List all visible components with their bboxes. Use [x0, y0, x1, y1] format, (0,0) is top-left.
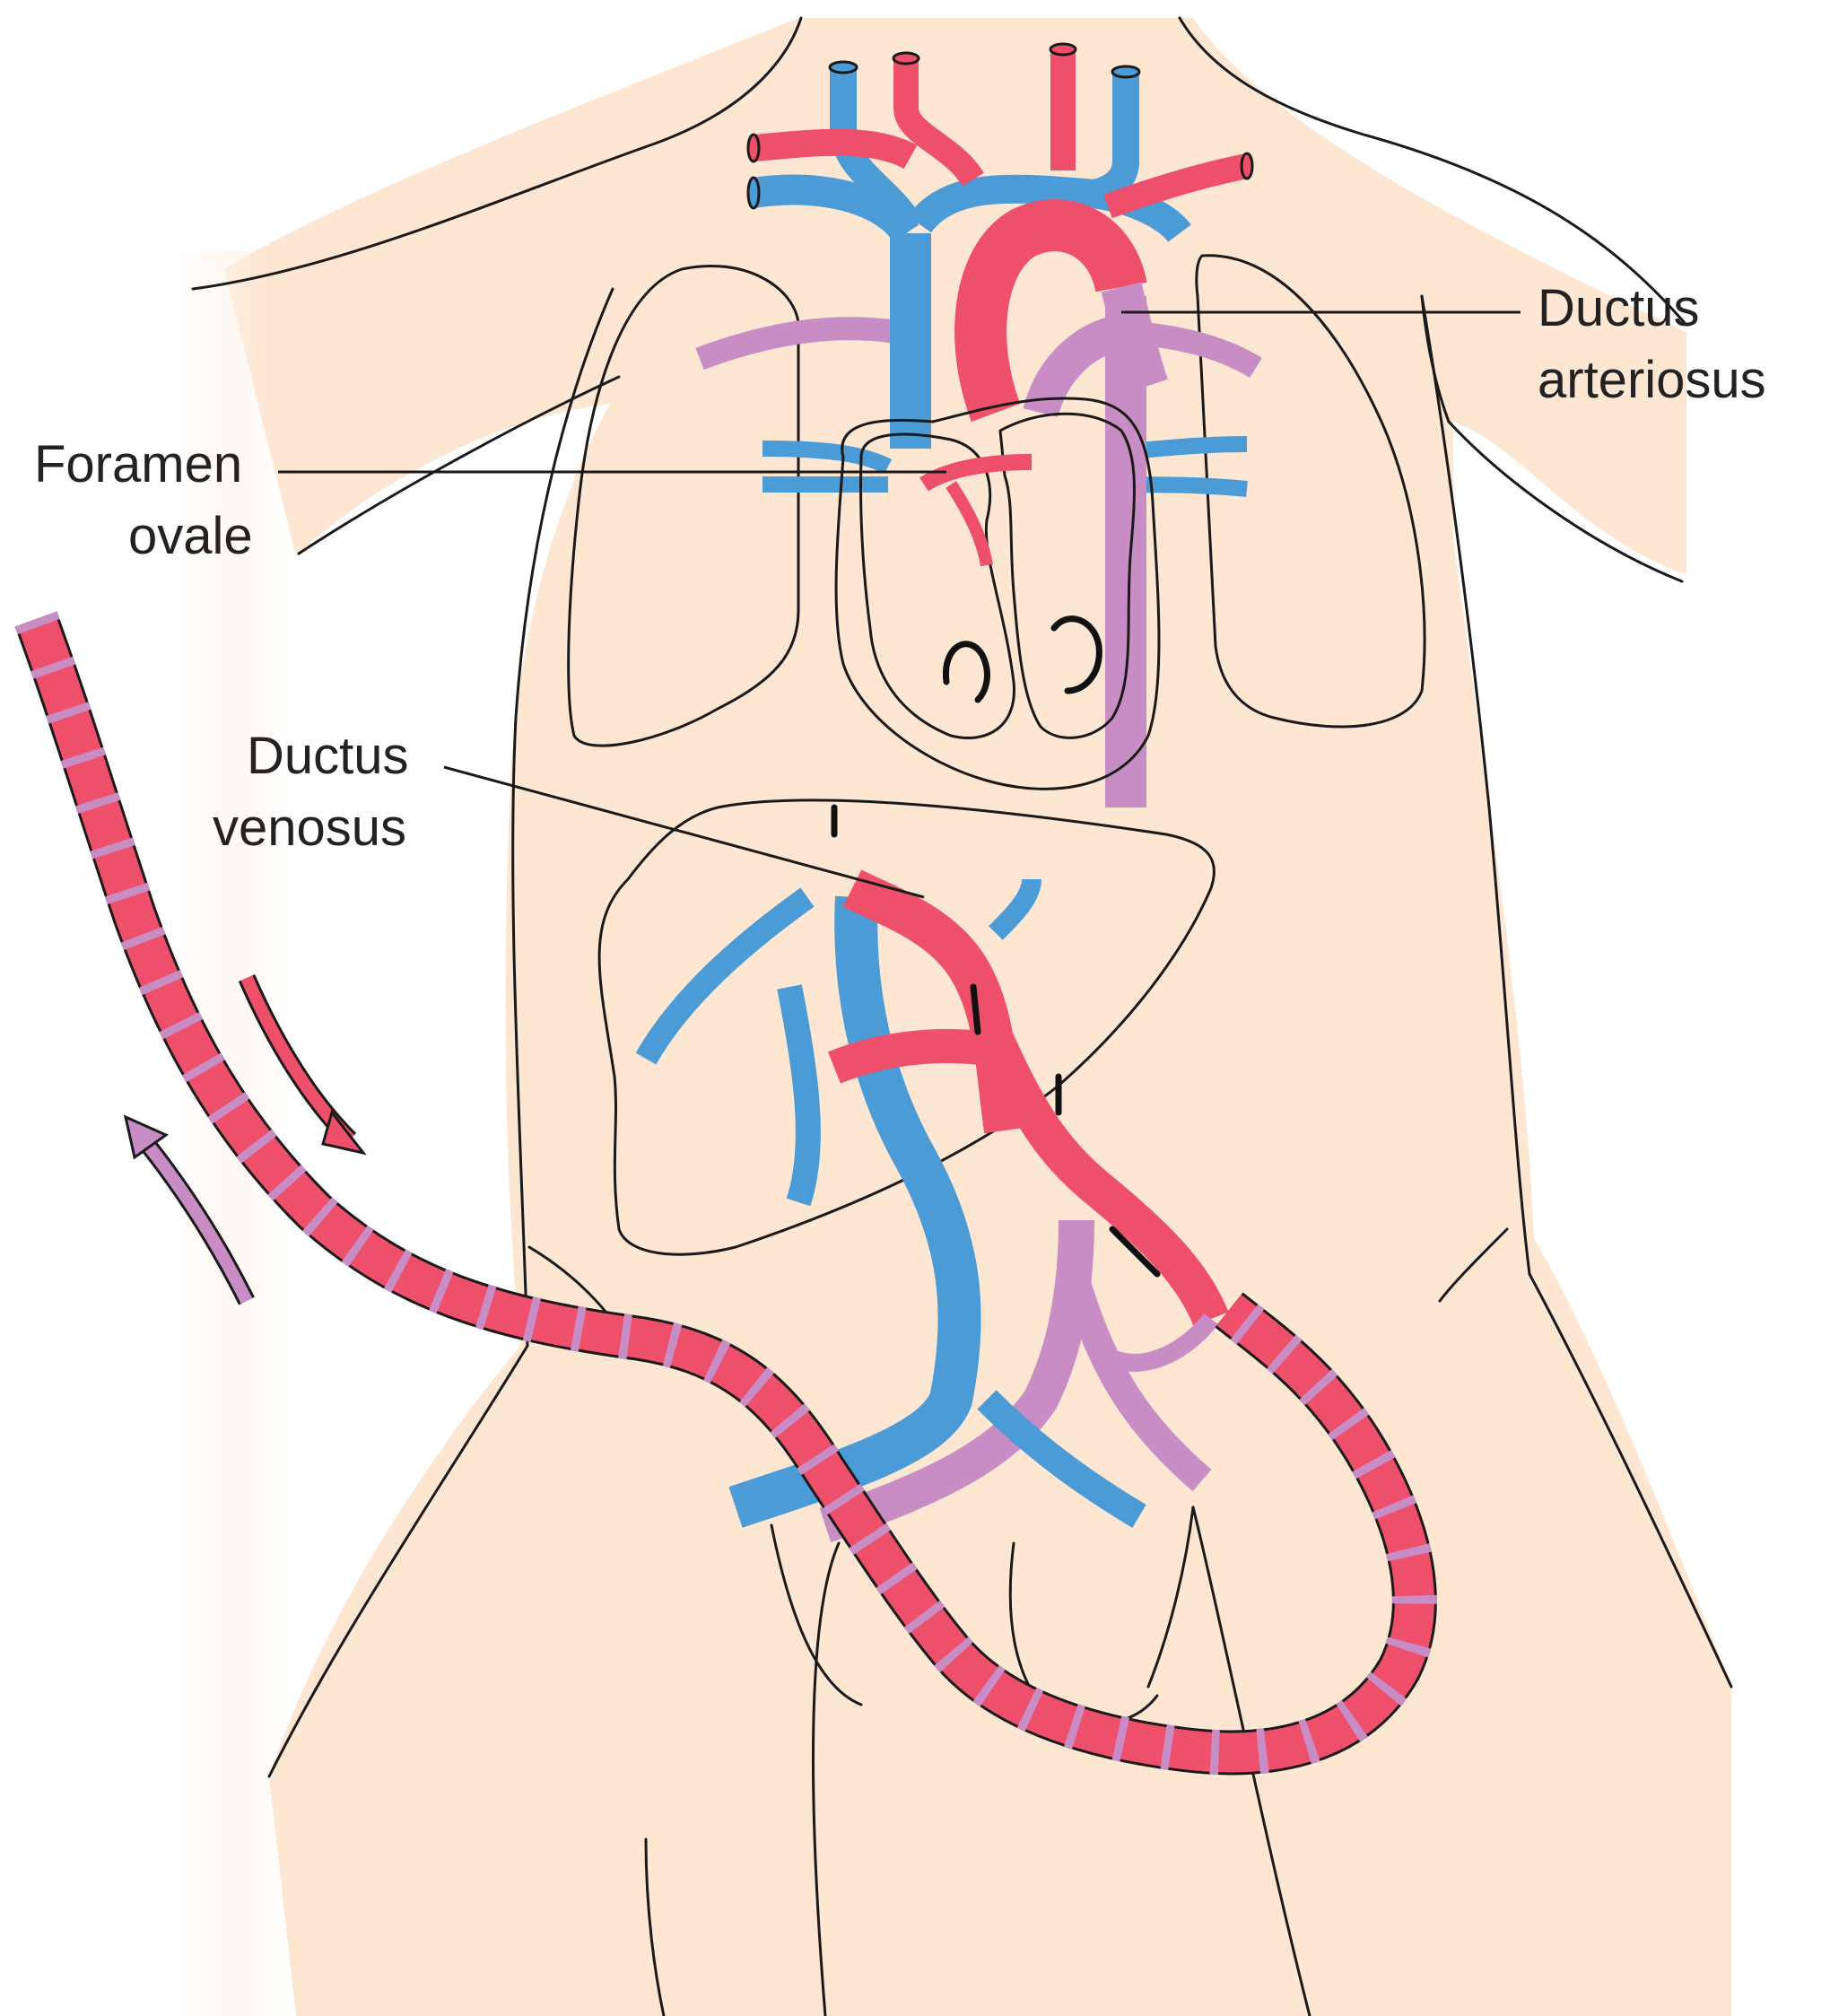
upper-vessels	[695, 42, 1262, 807]
torso-left-line	[511, 287, 614, 1348]
label-ductus-arteriosus-line1: Ductus	[1538, 279, 1700, 337]
right-hip-line	[1528, 1272, 1733, 1689]
label-foramen-ovale: Foramen ovale	[34, 435, 946, 565]
leader-ductus-venosus	[443, 765, 925, 899]
heart-wall	[834, 397, 1161, 790]
pulmonary-artery-left-branch	[695, 317, 899, 371]
left-hip-line	[267, 1344, 529, 1778]
right-flank-fold	[1438, 1227, 1509, 1303]
abdominal-vessels	[635, 781, 1229, 1542]
left-subclavian-artery	[752, 128, 918, 170]
portal-branch	[777, 984, 821, 1207]
label-ductus-venosus-line1: Ductus	[247, 727, 409, 785]
label-ductus-venosus-line2: venosus	[213, 799, 406, 857]
aortic-arch	[954, 199, 1147, 423]
groin-left	[770, 1523, 863, 1706]
umbilical-artery-loop	[1087, 1313, 1218, 1372]
right-lung	[567, 265, 800, 747]
hepatic-vein-right	[989, 877, 1041, 940]
vessel-end-caps	[746, 42, 1254, 210]
arrow-to-placenta-fill	[138, 1135, 253, 1305]
heart	[834, 397, 1161, 790]
ra-to-rv-flow	[946, 481, 993, 567]
umbilical-vein-abdominal	[978, 1033, 1229, 1327]
groin-right	[1146, 1505, 1195, 1689]
left-carotid-artery	[893, 58, 984, 188]
right-shoulder-line	[1178, 16, 1686, 325]
label-foramen-ovale-line2: ovale	[128, 507, 253, 565]
liver	[597, 799, 1216, 1256]
arrow-to-fetus-head	[321, 1109, 367, 1156]
umbilical-cord	[14, 611, 1437, 1776]
cord-fill	[17, 612, 1434, 1773]
left-thigh-line	[644, 1837, 666, 2016]
hepatic-vein-left	[635, 887, 815, 1065]
umbilical-artery-right	[1062, 1279, 1212, 1492]
label-ductus-arteriosus-line2: arteriosus	[1538, 351, 1766, 409]
right-subclavian-artery	[1103, 153, 1250, 219]
iliac-vein-right	[977, 1390, 1146, 1528]
inferior-vena-cava	[728, 895, 981, 1528]
arrow-to-placenta-head	[123, 1114, 170, 1160]
right-jugular-vein	[1090, 72, 1139, 206]
torso-right-line	[1420, 294, 1531, 1276]
right-atrium-ventricle	[859, 432, 1015, 739]
descending-aorta-lower	[819, 1219, 1094, 1542]
rv-flow-arrow	[942, 641, 990, 703]
left-lung	[1195, 254, 1426, 729]
cord-flow-arrows	[123, 973, 367, 1305]
label-foramen-ovale-line1: Foramen	[34, 435, 242, 493]
label-ductus-arteriosus: Ductus arteriosus	[1121, 279, 1766, 409]
umbilical-flow-arrow	[1109, 1226, 1161, 1278]
left-shoulder-line	[191, 16, 803, 291]
left-pulmonary-veins	[762, 441, 893, 493]
right-arm-line	[1447, 420, 1684, 583]
dv-flow-arrow	[970, 983, 981, 1035]
left-atrium-ventricle	[998, 412, 1136, 739]
lv-flow-arrow	[1050, 615, 1102, 694]
brachiocephalic-vein-right	[907, 174, 1191, 243]
label-ductus-venosus: Ductus venosus	[213, 727, 925, 899]
umbilical-vein-in-liver	[827, 1029, 998, 1084]
lungs	[567, 254, 1426, 747]
foramen-ovale-flow	[919, 454, 1033, 492]
inner-left-thigh	[812, 1541, 841, 2016]
